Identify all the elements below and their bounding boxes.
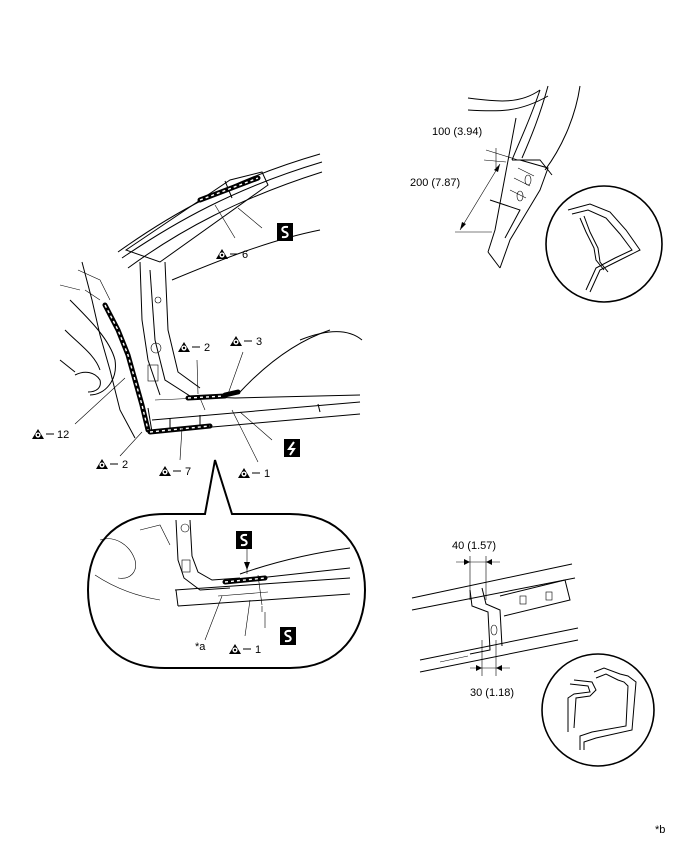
callout-number: 2 bbox=[122, 459, 128, 471]
callout-12: 12 bbox=[32, 429, 69, 441]
callout-1-detail: 1 bbox=[229, 644, 261, 656]
dimension-label: 100 (3.94) bbox=[432, 126, 482, 138]
spot-weld-point-icon bbox=[230, 336, 242, 346]
callout-1: 1 bbox=[238, 468, 270, 480]
ref-label-b: *b bbox=[655, 824, 665, 836]
spot-weld-point-icon bbox=[178, 342, 190, 352]
callout-number: 7 bbox=[185, 466, 191, 478]
callout-2-upper: 2 bbox=[178, 342, 210, 354]
callout-number: 3 bbox=[256, 336, 262, 348]
sealer-s-icon bbox=[276, 222, 294, 242]
callout-2-lower: 2 bbox=[96, 459, 128, 471]
callout-6: 6 bbox=[216, 249, 248, 261]
callout-number: 1 bbox=[264, 468, 270, 480]
section-detail-1 bbox=[545, 185, 663, 303]
dimension-label: 30 (1.18) bbox=[470, 687, 514, 699]
main-body-view bbox=[59, 153, 363, 463]
spot-weld-point-icon bbox=[238, 468, 250, 478]
detail-zoom bbox=[86, 459, 367, 669]
section-detail-2 bbox=[541, 653, 655, 767]
pillar-cut-view bbox=[455, 85, 581, 269]
dimension-label: 200 (7.87) bbox=[410, 177, 460, 189]
rocker-cut-view bbox=[411, 556, 579, 676]
dimension-label: 40 (1.57) bbox=[452, 540, 496, 552]
sealer-s-icon bbox=[279, 626, 297, 646]
callout-3: 3 bbox=[230, 336, 262, 348]
spot-weld-point-icon bbox=[159, 466, 171, 476]
spot-weld-point-icon bbox=[216, 249, 228, 259]
callout-number: 1 bbox=[255, 644, 261, 656]
spot-weld-point-icon bbox=[32, 429, 44, 439]
sealer-lightning-icon bbox=[283, 438, 301, 458]
sealer-s-icon bbox=[235, 530, 253, 550]
callout-number: 2 bbox=[204, 342, 210, 354]
callout-number: 6 bbox=[242, 249, 248, 261]
spot-weld-point-icon bbox=[96, 459, 108, 469]
callout-number: 12 bbox=[57, 429, 69, 441]
callout-7: 7 bbox=[159, 466, 191, 478]
ref-label-a: *a bbox=[195, 641, 206, 653]
